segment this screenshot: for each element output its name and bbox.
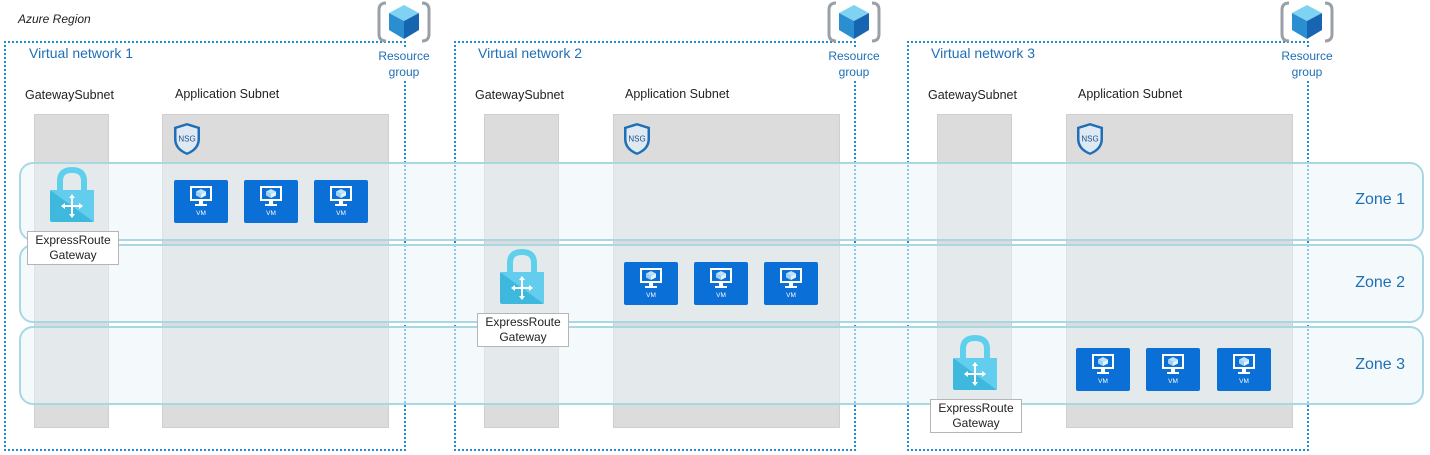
zone-3-label: Zone 3 xyxy=(1355,356,1405,373)
vm-label: VM xyxy=(266,210,276,217)
vnet-1-vm-1-icon: VM xyxy=(174,180,228,223)
vnet-2-resource-group-icon xyxy=(826,0,882,46)
vnet-2-nsg-shield-icon: NSG xyxy=(623,122,651,156)
vnet-3-expressroute-gateway-icon xyxy=(952,334,998,392)
vm-label: VM xyxy=(336,210,346,217)
vnet-2-vm-2-icon: VM xyxy=(694,262,748,305)
vnet-3-title: Virtual network 3 xyxy=(931,45,1036,61)
vnet-1-gateway-subnet-label: GatewaySubnet xyxy=(25,88,114,102)
vnet-3-vm-3-icon: VM xyxy=(1217,348,1271,391)
vnet-2-app-subnet-label: Application Subnet xyxy=(625,87,730,101)
zone-1-band xyxy=(19,162,1424,241)
vm-label: VM xyxy=(1098,378,1108,385)
vnet-3-vm-1-icon: VM xyxy=(1076,348,1130,391)
vnet-3-app-subnet-label: Application Subnet xyxy=(1078,87,1183,101)
vnet-1-nsg-shield-icon: NSG xyxy=(173,122,201,156)
vnet-2-title: Virtual network 2 xyxy=(478,45,583,61)
vnet-2-vm-3-icon: VM xyxy=(764,262,818,305)
vnet-3-nsg-shield-icon: NSG xyxy=(1076,122,1104,156)
vnet-1-resource-group-icon xyxy=(376,0,432,46)
vnet-1-app-subnet-label: Application Subnet xyxy=(175,87,280,101)
vm-label: VM xyxy=(1239,378,1249,385)
vm-label: VM xyxy=(1168,378,1178,385)
zone-3-band xyxy=(19,326,1424,405)
azure-region-label: Azure Region xyxy=(18,12,91,26)
vnet-2-expressroute-gateway-icon xyxy=(499,248,545,306)
vm-label: VM xyxy=(196,210,206,217)
vnet-2-gateway-subnet-label: GatewaySubnet xyxy=(475,88,564,102)
vm-label: VM xyxy=(716,292,726,299)
vnet-3-vm-2-icon: VM xyxy=(1146,348,1200,391)
vm-label: VM xyxy=(786,292,796,299)
vnet-1-expressroute-gateway-icon xyxy=(49,166,95,224)
zone-1-label: Zone 1 xyxy=(1355,191,1405,208)
vnet-1-vm-3-icon: VM xyxy=(314,180,368,223)
vnet-1-title: Virtual network 1 xyxy=(29,45,134,61)
nsg-text: NSG xyxy=(178,135,195,144)
zone-2-label: Zone 2 xyxy=(1355,274,1405,291)
nsg-text: NSG xyxy=(628,135,645,144)
vm-label: VM xyxy=(646,292,656,299)
vnet-3-resource-group-icon xyxy=(1279,0,1335,46)
vnet-3-gateway-subnet-label: GatewaySubnet xyxy=(928,88,1017,102)
nsg-text: NSG xyxy=(1081,135,1098,144)
vnet-2-vm-1-icon: VM xyxy=(624,262,678,305)
vnet-1-vm-2-icon: VM xyxy=(244,180,298,223)
